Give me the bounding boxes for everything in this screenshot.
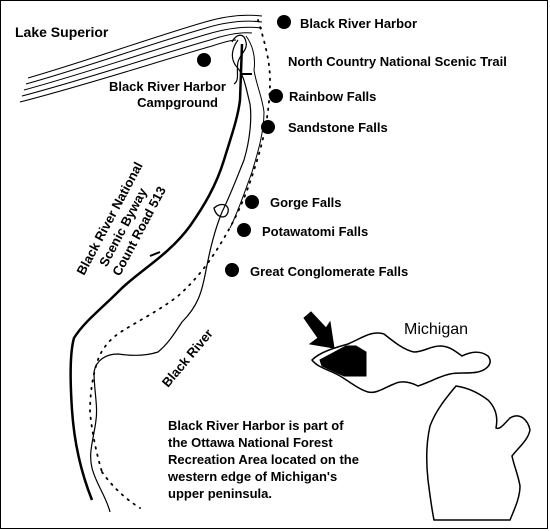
info-line-5: upper peninsula. bbox=[168, 486, 273, 501]
potawatomi-falls-label: Potawatomi Falls bbox=[262, 224, 368, 239]
marker-sandstone-falls bbox=[261, 120, 275, 134]
marker-campground bbox=[197, 53, 211, 67]
north-country-trail-label: North Country National Scenic Trail bbox=[288, 54, 507, 69]
marker-black-river-harbor bbox=[277, 15, 291, 29]
michigan-inset bbox=[311, 332, 531, 521]
info-line-2: the Ottawa National Forest bbox=[168, 435, 333, 450]
river-bank bbox=[229, 35, 265, 229]
campground-label-line-2: Campground bbox=[137, 95, 218, 110]
rainbow-falls-label: Rainbow Falls bbox=[289, 89, 376, 104]
north-country-trail-line bbox=[89, 19, 271, 473]
info-line-1: Black River Harbor is part of bbox=[168, 418, 344, 433]
marker-great-conglomerate-falls bbox=[225, 263, 239, 277]
ottawa-forest-shaded-area bbox=[319, 345, 367, 377]
black-river-label: Black River bbox=[159, 326, 216, 390]
lower-peninsula-outline bbox=[425, 385, 531, 521]
trail-extension bbox=[101, 471, 141, 509]
gorge-loop bbox=[213, 203, 229, 218]
info-line-4: western edge of Michigan's bbox=[168, 469, 338, 484]
campground-label-line-1: Black River Harbor bbox=[109, 79, 226, 94]
sandstone-falls-label: Sandstone Falls bbox=[288, 120, 388, 135]
upper-peninsula-outline bbox=[311, 332, 491, 394]
black-river-harbor-label: Black River Harbor bbox=[300, 16, 417, 31]
marker-gorge-falls bbox=[245, 195, 259, 209]
location-arrow-icon bbox=[303, 311, 335, 349]
info-caption: Black River Harbor is part of the Ottawa… bbox=[168, 417, 498, 502]
gorge-falls-label: Gorge Falls bbox=[270, 195, 342, 210]
black-river-line bbox=[90, 39, 252, 513]
harbor-inlet bbox=[231, 34, 247, 85]
info-line-3: Recreation Area located on the bbox=[168, 452, 359, 467]
great-conglomerate-falls-label: Great Conglomerate Falls bbox=[250, 264, 408, 279]
road-stub-2 bbox=[149, 251, 161, 257]
lake-shoreline bbox=[19, 14, 263, 103]
byway-road-line bbox=[69, 43, 244, 501]
black-river-label-group: Black River bbox=[159, 326, 216, 390]
site-markers bbox=[197, 15, 291, 277]
lake-superior-label: Lake Superior bbox=[15, 24, 109, 40]
byway-label: Black River National Scenic Byway Count … bbox=[73, 159, 168, 278]
marker-potawatomi-falls bbox=[237, 223, 251, 237]
marker-rainbow-falls bbox=[269, 89, 283, 103]
michigan-label: Michigan bbox=[404, 321, 468, 338]
